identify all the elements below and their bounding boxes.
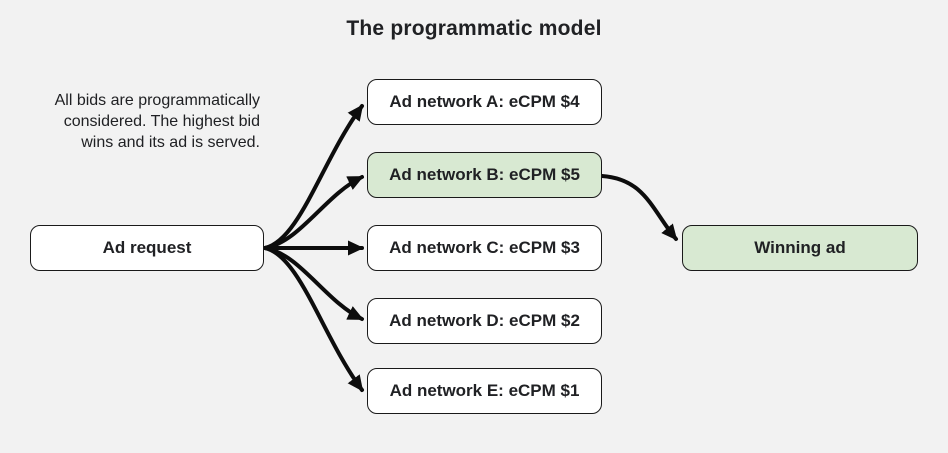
ad-network-e-label: Ad network E: eCPM $1 <box>389 381 580 400</box>
ad-network-b-label: Ad network B: eCPM $5 <box>389 165 580 184</box>
arrow-request-to-network-b <box>263 175 364 250</box>
ad-network-a-label: Ad network A: eCPM $4 <box>389 92 580 111</box>
note-line-3: wins and its ad is served. <box>81 134 260 151</box>
ad-network-c-box: Ad network C: eCPM $3 <box>367 225 602 271</box>
winning-ad-box: Winning ad <box>682 225 918 271</box>
arrow-network-b-to-winner <box>600 174 678 241</box>
note-line-1: All bids are programmatically <box>54 92 260 109</box>
arrow-request-to-network-d <box>263 246 364 321</box>
ad-network-e-box: Ad network E: eCPM $1 <box>367 368 602 414</box>
note-line-2: considered. The highest bid <box>63 113 260 130</box>
explanation-note: All bids are programmatically considered… <box>8 90 260 153</box>
arrow-request-to-network-e <box>263 246 364 392</box>
ad-network-d-box: Ad network D: eCPM $2 <box>367 298 602 344</box>
ad-network-a-box: Ad network A: eCPM $4 <box>367 79 602 125</box>
ad-network-c-label: Ad network C: eCPM $3 <box>389 238 580 257</box>
ad-network-b-box: Ad network B: eCPM $5 <box>367 152 602 198</box>
ad-request-label: Ad request <box>102 238 192 257</box>
ad-request-box: Ad request <box>30 225 264 271</box>
arrow-request-to-network-a <box>263 104 364 250</box>
diagram-title: The programmatic model <box>346 17 602 40</box>
ad-network-d-label: Ad network D: eCPM $2 <box>389 311 580 330</box>
winning-ad-label: Winning ad <box>754 238 846 257</box>
